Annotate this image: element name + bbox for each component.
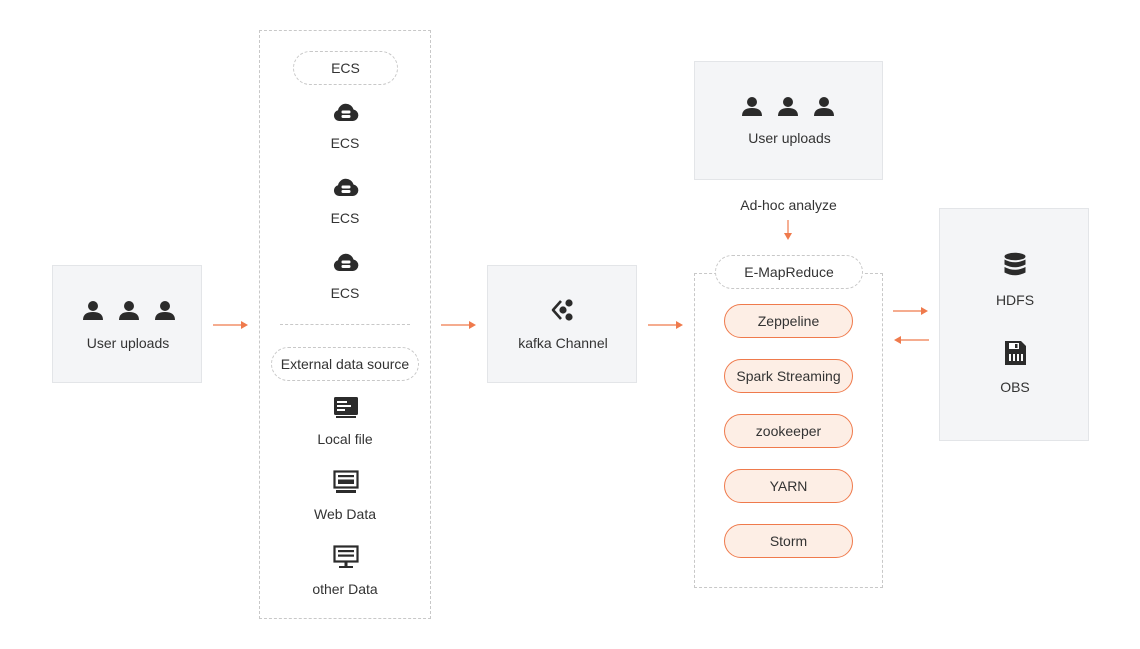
hdfs-label: HDFS (995, 292, 1035, 308)
emr-component-yarn: YARN (724, 469, 853, 503)
web-data-icon (333, 470, 359, 493)
arrow-right-1 (213, 321, 248, 329)
kafka-channel-panel: kafka Channel (487, 265, 637, 383)
emr-component-storm: Storm (724, 524, 853, 558)
kafka-channel-label: kafka Channel (518, 335, 608, 351)
file-icon (334, 397, 358, 418)
other-data-label: other Data (312, 581, 378, 597)
ecs-node-label: ECS (330, 135, 360, 151)
data-collection-box: ECS ECS ECS ECS External data source Loc… (259, 30, 431, 619)
arrow-right-4 (893, 307, 928, 315)
web-data-label: Web Data (314, 506, 376, 522)
emr-component-spark-streaming: Spark Streaming (724, 359, 853, 393)
emr-cluster-box: Zeppeline Spark Streaming zookeeper YARN… (694, 273, 883, 588)
cloud-server-icon (333, 103, 359, 121)
cloud-server-icon (333, 178, 359, 196)
user-icon (155, 301, 175, 320)
user-icon (119, 301, 139, 320)
arrow-down (784, 220, 792, 240)
monitor-icon (333, 545, 359, 568)
arrow-right-2 (441, 321, 476, 329)
local-file-label: Local file (317, 431, 373, 447)
external-group-title: External data source (271, 347, 419, 381)
arrow-right-3 (648, 321, 683, 329)
user-uploads-label: User uploads (86, 335, 170, 351)
ecs-node-label: ECS (330, 210, 360, 226)
cloud-server-icon (333, 253, 359, 271)
arrow-left (894, 336, 929, 344)
database-icon (1004, 252, 1026, 276)
ecs-group-title: ECS (293, 51, 398, 85)
user-icons-group (82, 300, 176, 320)
kafka-icon (551, 299, 573, 321)
top-user-uploads-label: User uploads (748, 130, 831, 146)
user-uploads-panel: User uploads (52, 265, 202, 383)
storage-panel: HDFS OBS (939, 208, 1089, 441)
group-divider (280, 324, 410, 325)
emr-component-zeppeline: Zeppeline (724, 304, 853, 338)
user-icon (814, 97, 834, 116)
user-icon (778, 97, 798, 116)
user-icon (83, 301, 103, 320)
user-icon (742, 97, 762, 116)
storage-card-icon (1005, 341, 1026, 365)
emr-component-zookeeper: zookeeper (724, 414, 853, 448)
top-user-uploads-panel: User uploads (694, 61, 883, 180)
obs-label: OBS (1000, 379, 1030, 395)
ecs-node-label: ECS (330, 285, 360, 301)
adhoc-analyze-label: Ad-hoc analyze (740, 197, 837, 213)
user-icons-group (741, 96, 835, 116)
emr-title: E-MapReduce (715, 255, 863, 289)
